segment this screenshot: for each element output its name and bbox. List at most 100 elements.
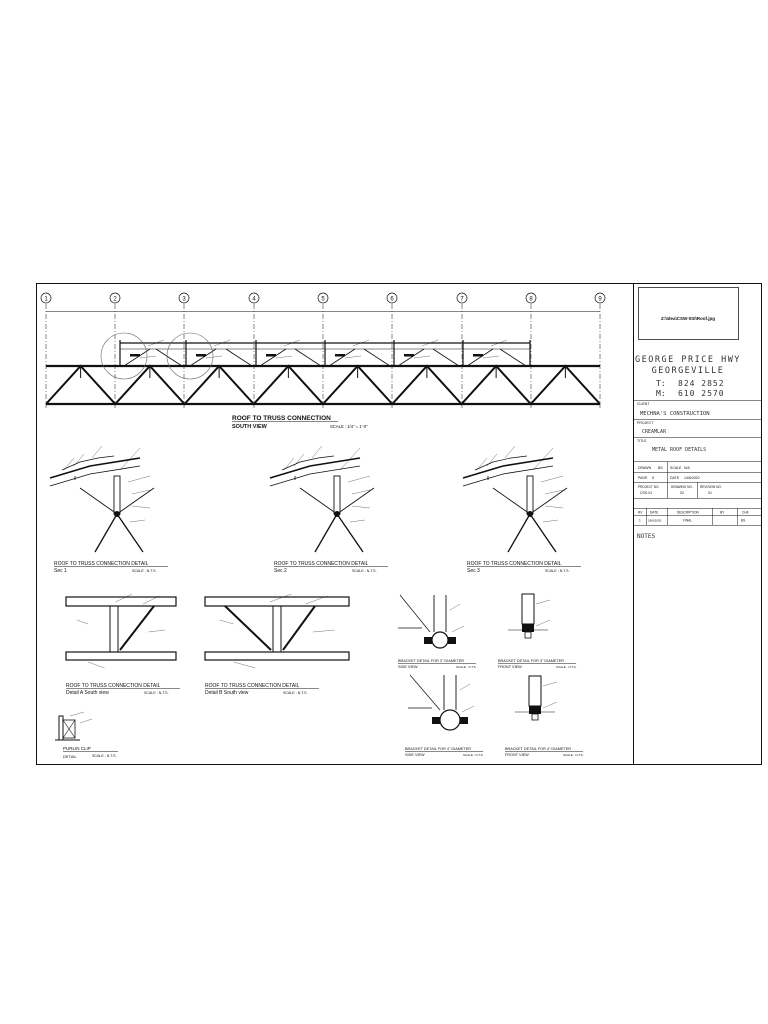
grid-bubble	[109, 292, 121, 304]
date-label: DATE	[670, 476, 680, 480]
grid-bubble-label: 6	[390, 297, 394, 303]
rev-row-rv: 1	[639, 519, 641, 523]
notes-label: NOTES	[637, 533, 655, 540]
detail-scale: SCALE : N.T.S.	[283, 691, 308, 695]
drawn-label: DRAWN	[638, 466, 652, 470]
company-line-2: GEORGEVILLE	[652, 366, 725, 376]
detail-scale: SCALE : N.T.S.	[144, 691, 169, 695]
grid-bubble	[594, 292, 606, 304]
bracket-detail: BRACKET DETAIL FOR 3" DIAMETER FRONT VIEW…	[498, 593, 577, 669]
rev-row-description: FINAL	[683, 519, 692, 523]
rev-header-rv: RV	[638, 511, 643, 515]
mob-prefix: M:	[656, 389, 666, 398]
bracket-detail: BRACKET DETAIL FOR 4" DIAMETER SIDE VIEW S…	[405, 674, 484, 757]
purlin-clip-detail: PURLIN CLIP DETAIL SCALE : N.T.S.	[55, 711, 118, 759]
drawing-no-label: DRAWING NO.	[671, 485, 693, 489]
grid-bubble-label: 4	[252, 297, 256, 303]
section-subtitle: Sec 3	[467, 568, 480, 574]
grid-bubble-label: 1	[44, 297, 48, 303]
rev-row-date: 18/6/2020	[648, 519, 662, 523]
south-view-title: ROOF TO TRUSS CONNECTION	[232, 415, 331, 422]
detail-subtitle: Detail A South view	[66, 690, 109, 696]
bracket-title: BRACKET DETAIL FOR 3" DIAMETER	[498, 659, 564, 663]
bracket-detail: BRACKET DETAIL FOR 3" DIAMETER SIDE VIEW S…	[398, 594, 477, 669]
detail-views: ROOF TO TRUSS CONNECTION DETAIL Detail A …	[65, 593, 350, 696]
grid-bubble-label: 2	[113, 297, 117, 303]
bracket-subtitle: SIDE VIEW	[405, 753, 425, 757]
bracket-title: BRACKET DETAIL FOR 3" DIAMETER	[398, 659, 464, 663]
grid-bubble	[317, 292, 329, 304]
grid-bubble	[456, 292, 468, 304]
rev-header-date: DATE	[650, 511, 658, 515]
bracket-title: BRACKET DETAIL FOR 4" DIAMETER	[405, 747, 471, 751]
tel-number: 824 2852	[678, 379, 725, 388]
grid-bubble-label: 5	[321, 297, 325, 303]
bracket-subtitle: FRONT VIEW	[498, 665, 522, 669]
bracket-scale: SCALE : N.T.S.	[556, 665, 577, 669]
detail-subtitle: Detail B South view	[205, 690, 249, 696]
project-label: PROJECT	[637, 421, 654, 425]
grid-bubbles: 1 2 3 4 5 6 7 8 9	[40, 292, 606, 304]
title-block: Z:\Idea\CSW-0SI\Roof.jpg GEORGE PRICE HW…	[634, 287, 761, 540]
sheet-border	[36, 283, 762, 765]
grid-bubble-label: 7	[460, 297, 464, 303]
section-scale: SCALE : N.T.S.	[545, 569, 570, 573]
south-view-scale: SCALE : 1/4" = 1'-0"	[330, 424, 368, 429]
purlin-clip-scale: SCALE : N.T.S.	[92, 754, 117, 758]
purlin-clip-subtitle: DETAIL	[63, 754, 77, 759]
grid-bubble	[525, 292, 537, 304]
section-scale: SCALE : N.T.S.	[132, 569, 157, 573]
grid-bubble-label: 9	[598, 297, 602, 303]
rev-row-chk: BS	[741, 519, 745, 523]
bracket-details: BRACKET DETAIL FOR 3" DIAMETER SIDE VIEW S…	[398, 593, 584, 757]
bracket-detail: BRACKET DETAIL FOR 4" DIAMETER FRONT VIEW…	[505, 675, 584, 757]
drawing-no-value: 02	[680, 491, 684, 495]
scale-value: N/A	[684, 466, 691, 470]
truss	[45, 364, 601, 406]
title-value: METAL ROOF DETAILS	[652, 447, 706, 453]
bracket-subtitle: FRONT VIEW	[505, 753, 529, 757]
bracket-subtitle: SIDE VIEW	[398, 665, 418, 669]
grid-bubble	[178, 292, 190, 304]
tel-prefix: T:	[656, 379, 666, 388]
rev-header-description: DESCRIPTION	[677, 511, 699, 515]
revision-value: 01	[708, 491, 712, 495]
rev-header-chk: CHK	[742, 511, 750, 515]
section-scale: SCALE : N.T.S.	[352, 569, 377, 573]
section-title: ROOF TO TRUSS CONNECTION DETAIL	[274, 561, 369, 567]
page-label: PAGE	[638, 476, 648, 480]
bracket-scale: SCALE : N.T.S.	[563, 753, 584, 757]
bracket-title: BRACKET DETAIL FOR 4" DIAMETER	[505, 747, 571, 751]
bracket-scale: SCALE : N.T.S.	[463, 753, 484, 757]
gridlines	[45, 304, 601, 408]
page-value: 5	[652, 476, 654, 480]
section-title: ROOF TO TRUSS CONNECTION DETAIL	[54, 561, 149, 567]
grid-bubble	[248, 292, 260, 304]
detail-a-callout	[100, 332, 148, 380]
grid-bubble	[40, 292, 52, 304]
section-title: ROOF TO TRUSS CONNECTION DETAIL	[467, 561, 562, 567]
logo-frame	[638, 287, 739, 340]
purlin-clip-title: PURLIN CLIP	[63, 746, 91, 751]
client-label: CLIENT	[637, 402, 650, 406]
grid-bubble	[386, 292, 398, 304]
client-value: MECHNA'S CONSTRUCTION	[640, 411, 710, 417]
date-value: 14/6/2020	[684, 476, 700, 480]
detail-title: ROOF TO TRUSS CONNECTION DETAIL	[205, 683, 300, 689]
grid-bubble-label: 8	[529, 297, 533, 303]
scale-label: SCALE	[670, 466, 682, 470]
project-no-label: PROJECT NO.	[638, 485, 659, 489]
mob-number: 610 2570	[678, 389, 725, 398]
drawn-value: BS	[658, 466, 663, 470]
grid-bubble-label: 3	[182, 297, 186, 303]
bracket-scale: SCALE : N.T.S.	[456, 665, 477, 669]
roof-rafters	[119, 339, 531, 367]
